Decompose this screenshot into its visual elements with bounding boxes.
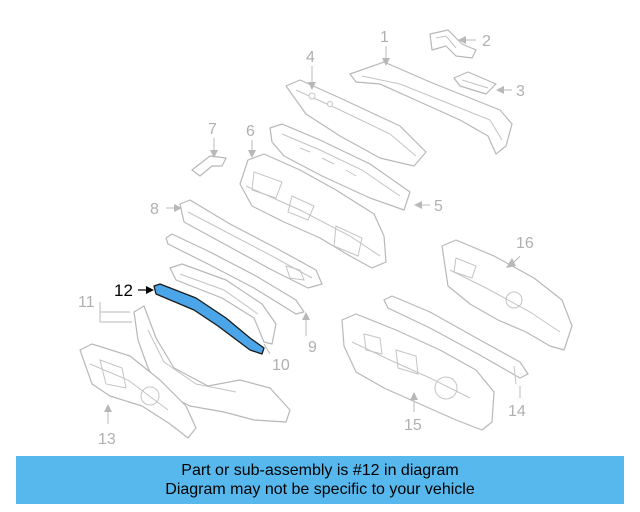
part-14 [383, 295, 529, 385]
part-16 [441, 239, 573, 351]
part-10 [169, 263, 277, 345]
callout-1: 1 [380, 29, 389, 46]
banner-line-part: Part or sub-assembly is #12 in diagram [181, 462, 459, 479]
callout-6: 6 [246, 123, 255, 140]
callout-5: 5 [434, 198, 443, 215]
part-4 [285, 79, 427, 167]
callout-15: 15 [404, 417, 422, 434]
part-7 [191, 155, 227, 177]
part-12-highlighted [153, 283, 265, 355]
callout-9: 9 [308, 339, 317, 356]
banner-line-disclaimer: Diagram may not be specific to your vehi… [165, 481, 475, 498]
part-5 [269, 123, 411, 211]
part-1 [349, 61, 513, 155]
callout-2: 2 [482, 33, 491, 50]
callout-11: 11 [78, 294, 95, 311]
leader-12 [138, 286, 154, 294]
part-2 [429, 29, 477, 59]
part-13 [79, 343, 197, 439]
callout-8: 8 [150, 201, 159, 218]
leader-lines [99, 36, 521, 424]
callout-14: 14 [508, 403, 526, 420]
part-3 [453, 71, 497, 95]
callout-4: 4 [306, 49, 315, 66]
callout-10: 10 [272, 357, 290, 374]
part-15 [341, 313, 495, 431]
callout-7: 7 [208, 121, 217, 138]
part-8 [179, 199, 323, 289]
info-banner: Part or sub-assembly is #12 in diagram D… [16, 456, 624, 504]
part-6 [239, 153, 387, 269]
callout-16: 16 [516, 235, 534, 252]
callout-3: 3 [516, 83, 525, 100]
callout-12: 12 [114, 281, 133, 300]
callout-13: 13 [98, 431, 116, 448]
part-9 [165, 233, 305, 315]
